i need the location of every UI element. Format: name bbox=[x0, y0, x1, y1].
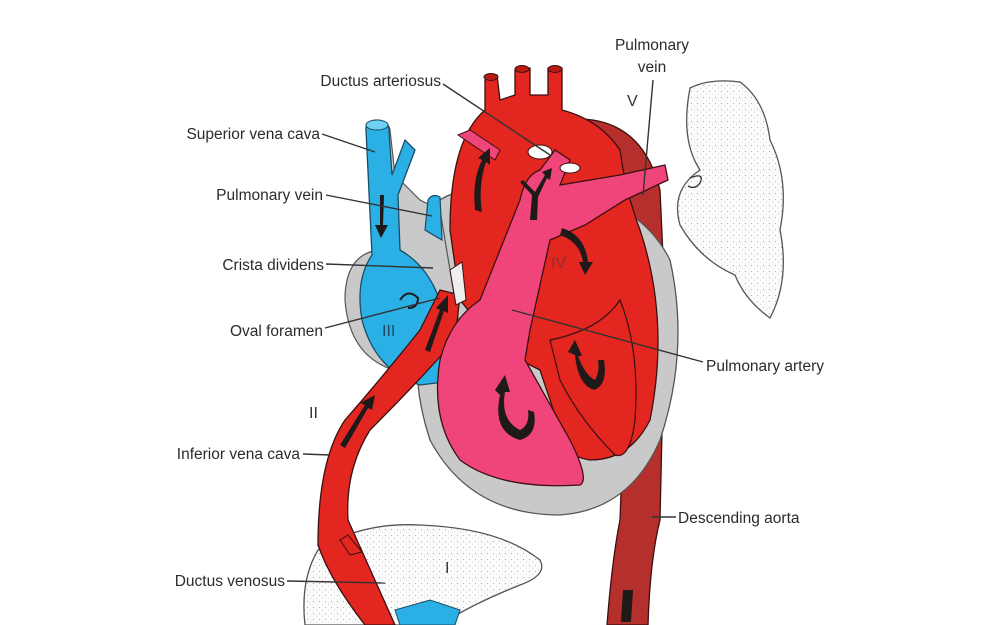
label-ductus-venosus: Ductus venosus bbox=[175, 573, 286, 590]
left-ventricle bbox=[549, 298, 637, 457]
label-superior-vena-cava: Superior vena cava bbox=[186, 126, 320, 143]
arrow-lv-curve bbox=[568, 340, 605, 390]
label-inferior-vena-cava: Inferior vena cava bbox=[177, 446, 301, 463]
liver-portal-blue bbox=[394, 599, 461, 625]
marker-II: II bbox=[309, 405, 318, 422]
arrow-pa-branch bbox=[520, 168, 552, 220]
leader-ductus-arteriosus bbox=[442, 83, 551, 156]
arrow-aorta-descend bbox=[621, 590, 633, 622]
leader-crista-dividens bbox=[325, 263, 434, 269]
svc-opening bbox=[365, 119, 389, 131]
arrow-lv-down bbox=[560, 228, 593, 275]
right-ventricle bbox=[436, 149, 669, 487]
marker-V: V bbox=[627, 93, 638, 110]
leader-pulmonary-vein-top bbox=[642, 79, 654, 196]
ductus-venosus-branch bbox=[339, 534, 363, 556]
marker-III: III bbox=[382, 323, 395, 340]
label-pulmonary-artery: Pulmonary artery bbox=[706, 358, 824, 375]
arrow-svc-down bbox=[375, 195, 388, 238]
arrow-rv-curve bbox=[495, 375, 535, 440]
label-pulmonary-vein-left: Pulmonary vein bbox=[216, 187, 323, 204]
lung bbox=[676, 80, 784, 319]
label-pulmonary-vein-top-2: vein bbox=[638, 59, 666, 76]
leader-pulmonary-artery bbox=[511, 309, 704, 363]
aortic-branch-2 bbox=[514, 65, 530, 73]
leader-superior-vena-cava bbox=[321, 133, 376, 153]
lung-vein-hook bbox=[687, 175, 702, 189]
ductus-opening-2 bbox=[559, 162, 581, 174]
label-pulmonary-vein-top-1: Pulmonary bbox=[615, 37, 689, 54]
leader-ductus-venosus bbox=[286, 580, 386, 584]
ductus-opening-1 bbox=[527, 144, 553, 160]
leader-inferior-vena-cava bbox=[302, 453, 331, 456]
septum bbox=[449, 261, 467, 306]
marker-I: I bbox=[445, 560, 449, 577]
arrow-ivc-up-1 bbox=[425, 295, 448, 352]
leader-oval-foramen bbox=[324, 297, 441, 329]
label-oval-foramen: Oval foramen bbox=[230, 323, 323, 340]
arrow-aorta-up bbox=[474, 148, 490, 212]
label-ductus-arteriosus: Ductus arteriosus bbox=[320, 73, 441, 90]
label-descending-aorta: Descending aorta bbox=[678, 510, 800, 527]
oval-foramen-arrow bbox=[399, 292, 420, 309]
leader-pulmonary-vein-left bbox=[325, 194, 433, 217]
pulmonary-vein-left bbox=[424, 194, 443, 242]
aortic-branch-3 bbox=[547, 65, 563, 73]
arrow-ivc-up-2 bbox=[340, 395, 375, 448]
marker-IV: IV bbox=[551, 255, 566, 272]
aortic-branch-1 bbox=[483, 73, 499, 81]
label-crista-dividens: Crista dividens bbox=[222, 257, 324, 274]
